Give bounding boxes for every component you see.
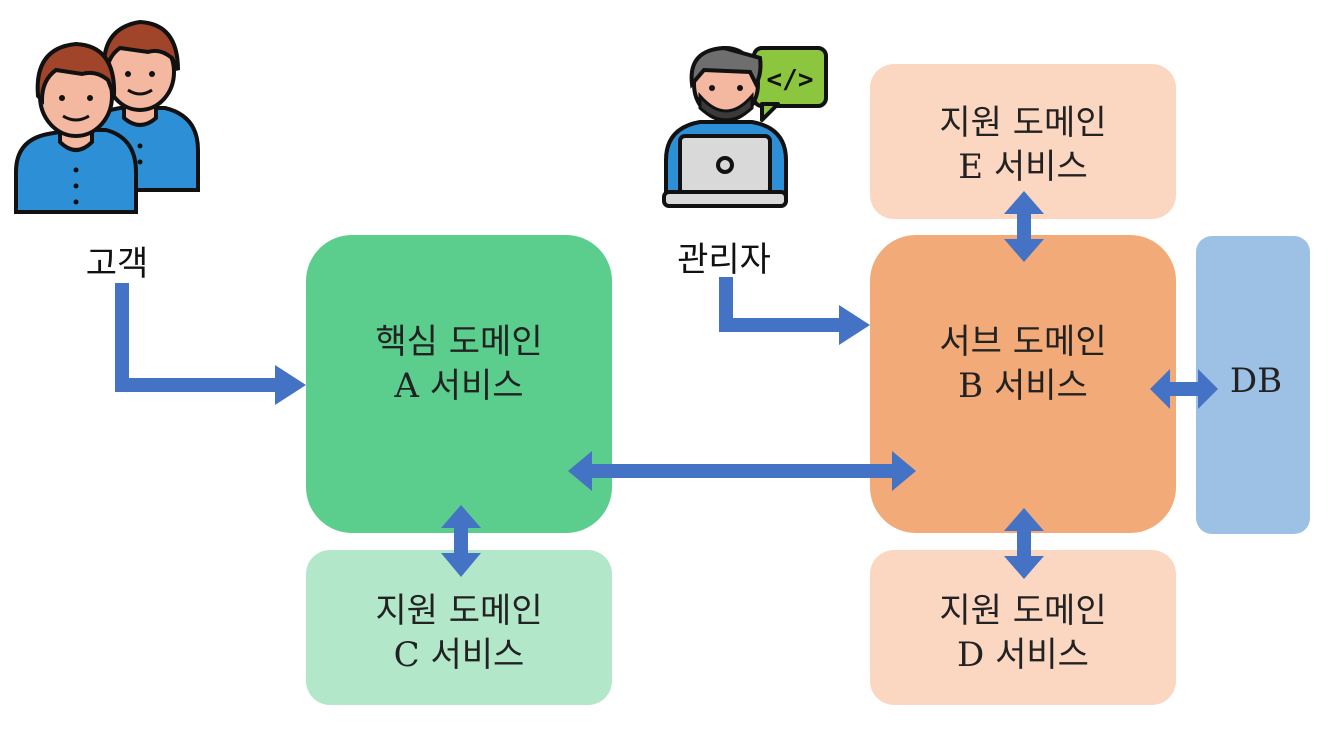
support-domain-c-service: 지원 도메인 C 서비스 [306,550,612,705]
support-e-service-label: E 서비스 [958,146,1088,187]
core-support-c-double-arrow [441,505,481,577]
core-service-label: A 서비스 [394,366,524,406]
core-domain-label: 핵심 도메인 [375,322,543,362]
support-d-domain-label: 지원 도메인 [939,590,1107,631]
sub-support-d-double-arrow [1004,508,1044,579]
customer-label: 고객 [85,244,149,284]
support-d-service-label: D 서비스 [957,634,1089,675]
database: DB [1196,236,1310,534]
support-c-service-label: C 서비스 [393,634,525,675]
developer-laptop-icon: </> [662,45,828,208]
sub-domain-label: 서브 도메인 [939,322,1107,362]
core-sub-double-arrow [568,451,916,491]
customers-icon [14,19,200,214]
sub-service-label: B 서비스 [958,366,1088,406]
sub-domain-b-service: 서브 도메인 B 서비스 [870,235,1176,533]
support-e-domain-label: 지원 도메인 [939,102,1107,143]
core-domain-a-service: 핵심 도메인 A 서비스 [306,235,612,533]
sub-support-e-double-arrow [1004,191,1044,262]
support-c-domain-label: 지원 도메인 [375,590,543,631]
admin-to-sub-arrow [719,277,870,345]
admin-label: 관리자 [677,240,771,280]
code-glyph: </> [767,65,814,95]
customer-to-core-arrow [115,283,306,405]
database-label: DB [1229,361,1283,401]
sub-db-double-arrow [1150,369,1218,409]
